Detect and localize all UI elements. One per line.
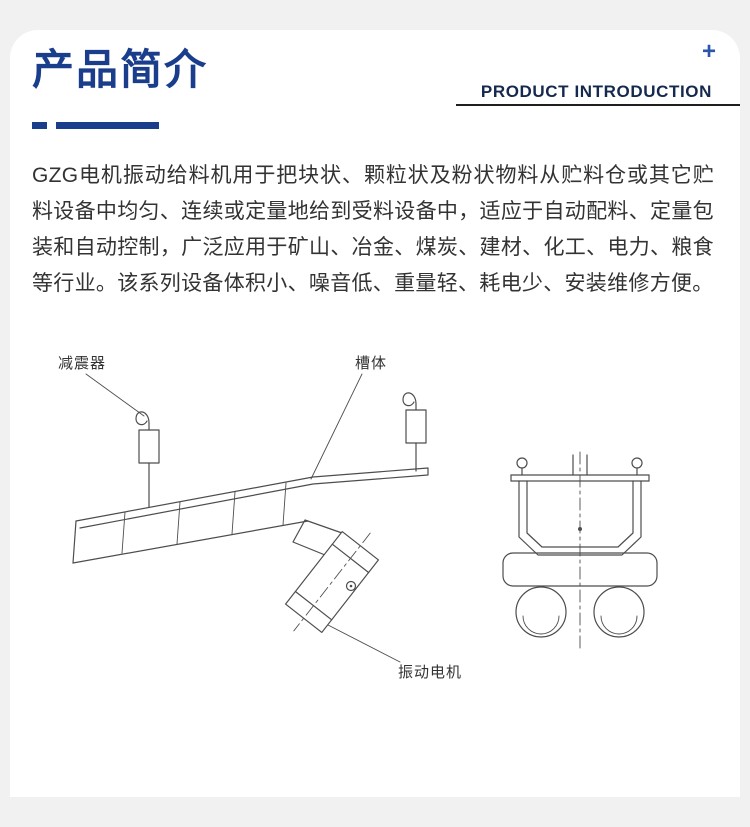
accent-dash-short xyxy=(32,122,47,129)
left-hanger-damper xyxy=(135,411,160,508)
leader-line-damper xyxy=(85,373,145,417)
left-damper-box xyxy=(138,429,160,464)
intro-paragraph: GZG电机振动给料机用于把块状、颗粒状及粉状物料从贮料仓或其它贮料设备中均匀、连… xyxy=(32,164,714,295)
leader-line-trough xyxy=(310,373,363,480)
base-band xyxy=(502,552,658,587)
right-hanger-damper xyxy=(402,392,427,472)
accent-dash-long xyxy=(56,122,159,129)
label-trough: 槽体 xyxy=(355,355,387,372)
page-subtitle: PRODUCT INTRODUCTION xyxy=(480,82,712,101)
page-title: 产品简介 xyxy=(32,46,209,93)
diagram-labels: 减震器 槽体 振动电机 xyxy=(58,355,462,681)
end-view-motors xyxy=(515,586,645,638)
vibration-motor xyxy=(284,530,380,634)
left-eyelet xyxy=(516,457,528,469)
motor-shaft-end xyxy=(345,580,357,592)
label-motor: 振动电机 xyxy=(398,664,462,681)
end-view-frame xyxy=(502,474,658,587)
page-header: 产品简介 + PRODUCT INTRODUCTION xyxy=(10,30,740,150)
leader-line-motor xyxy=(327,624,401,663)
feeder-diagram: 减震器 槽体 振动电机 xyxy=(58,355,658,681)
plus-icon: + xyxy=(701,38,716,65)
left-hook xyxy=(135,411,150,426)
label-damper: 减震器 xyxy=(58,355,106,372)
product-intro-card: 产品简介 + PRODUCT INTRODUCTION GZG电机振动给料机用于… xyxy=(10,30,740,797)
side-view xyxy=(72,392,429,634)
title-accent-dashes xyxy=(32,122,159,129)
subtitle-underline xyxy=(456,104,740,106)
end-view xyxy=(502,451,658,651)
trough-outline xyxy=(72,467,429,564)
right-eyelet xyxy=(631,457,643,469)
right-damper-box xyxy=(405,409,427,444)
right-hook xyxy=(402,392,417,407)
